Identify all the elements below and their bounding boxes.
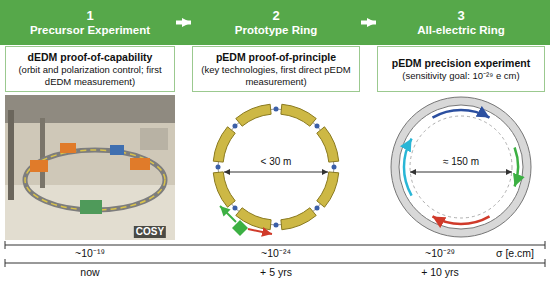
magnet bbox=[80, 200, 102, 214]
stage-detail: (key technologies, first direct pEDM mea… bbox=[198, 64, 354, 88]
hall-ceiling bbox=[5, 95, 175, 123]
ring-orbit bbox=[218, 109, 334, 225]
dimension-arrow bbox=[410, 172, 512, 173]
stage-title: Prototype Ring bbox=[235, 23, 317, 37]
time-value: + 5 yrs bbox=[260, 266, 292, 278]
quadrupole-dot bbox=[232, 123, 237, 128]
stage-number: 2 bbox=[272, 8, 279, 23]
stage-title: Precursor Experiment bbox=[30, 23, 150, 37]
ring-band bbox=[395, 101, 527, 233]
axis-unit: σ [e.cm] bbox=[496, 247, 534, 259]
ring-outline bbox=[399, 105, 523, 229]
photo-caption: COSY bbox=[134, 226, 166, 238]
magnet bbox=[130, 158, 150, 170]
stage-arrow bbox=[361, 21, 376, 25]
time-axis bbox=[5, 259, 545, 267]
equipment bbox=[140, 128, 168, 150]
stage-number: 3 bbox=[457, 8, 464, 23]
beam-arc bbox=[433, 216, 490, 224]
quadrupole-dot bbox=[315, 123, 320, 128]
hall-pillar bbox=[40, 118, 45, 188]
time-value: now bbox=[80, 266, 99, 278]
stage-header: 1Precursor Experiment bbox=[5, 0, 175, 45]
ring-outline bbox=[391, 97, 531, 237]
hall-pillar bbox=[8, 110, 14, 200]
stage-number: 1 bbox=[86, 8, 93, 23]
injection-arrow bbox=[220, 206, 236, 222]
axis-tick bbox=[545, 241, 546, 249]
stage-description: dEDM proof-of-capability(orbit and polar… bbox=[5, 46, 175, 92]
stage-header: 3All-electric Ring bbox=[377, 0, 545, 45]
beam-arc bbox=[404, 139, 412, 196]
magnet bbox=[60, 143, 76, 153]
quadrupole-dot bbox=[274, 107, 279, 112]
sensitivity-value: ~10⁻¹⁹ bbox=[75, 247, 105, 259]
header-band bbox=[0, 0, 550, 45]
dimension-label: ≈ 150 m bbox=[441, 156, 481, 168]
sensitivity-value: ~10⁻²⁴ bbox=[261, 247, 291, 259]
quadrupole-dot bbox=[232, 206, 237, 211]
beam-arc bbox=[433, 110, 490, 118]
stage-description: pEDM precision experiment(sensitivity go… bbox=[377, 46, 545, 92]
orbit-line bbox=[410, 116, 512, 218]
axis-line bbox=[5, 263, 545, 264]
extraction-arrow bbox=[248, 229, 272, 234]
stage-goal: dEDM proof-of-capability bbox=[28, 51, 153, 64]
quadrupole-dot bbox=[315, 206, 320, 211]
stage-goal: pEDM proof-of-principle bbox=[216, 51, 336, 64]
bend-element bbox=[281, 104, 316, 126]
axis-tick bbox=[5, 241, 6, 249]
dimension-label: < 30 m bbox=[259, 156, 294, 168]
stage-title: All-electric Ring bbox=[417, 23, 505, 37]
prototype-ring bbox=[213, 104, 338, 236]
axis-tick bbox=[5, 259, 6, 267]
bend-element bbox=[317, 172, 339, 207]
stage-detail: (sensitivity goal: 10⁻²⁹ e cm) bbox=[402, 70, 519, 82]
quadrupole-dot bbox=[274, 223, 279, 228]
stage-detail: (orbit and polarization control; first d… bbox=[11, 64, 169, 88]
time-value: + 10 yrs bbox=[421, 266, 459, 278]
bend-element bbox=[236, 104, 271, 126]
sensitivity-value: ~10⁻²⁹ bbox=[425, 247, 455, 259]
bend-element bbox=[213, 172, 235, 207]
stage-arrow bbox=[176, 21, 191, 25]
quadrupole-dot bbox=[216, 165, 221, 170]
axis-tick bbox=[545, 259, 546, 267]
quadrupole-dot bbox=[332, 165, 337, 170]
photo-ground bbox=[5, 95, 175, 240]
magnet bbox=[30, 160, 48, 172]
all-electric-ring bbox=[391, 97, 531, 237]
stage-description: pEDM proof-of-principle(key technologies… bbox=[192, 46, 360, 92]
stage-goal: pEDM precision experiment bbox=[392, 57, 530, 70]
bend-element bbox=[213, 127, 235, 162]
dimension-arrow bbox=[224, 172, 328, 173]
stage-header: 2Prototype Ring bbox=[192, 0, 360, 45]
cosy-photo bbox=[5, 95, 175, 240]
bend-element bbox=[317, 127, 339, 162]
bend-elements bbox=[213, 104, 338, 229]
injection-diamond bbox=[232, 220, 248, 236]
bend-element bbox=[281, 208, 316, 230]
beam-arc bbox=[515, 148, 518, 187]
magnet bbox=[110, 145, 124, 155]
axis-line bbox=[5, 245, 545, 246]
